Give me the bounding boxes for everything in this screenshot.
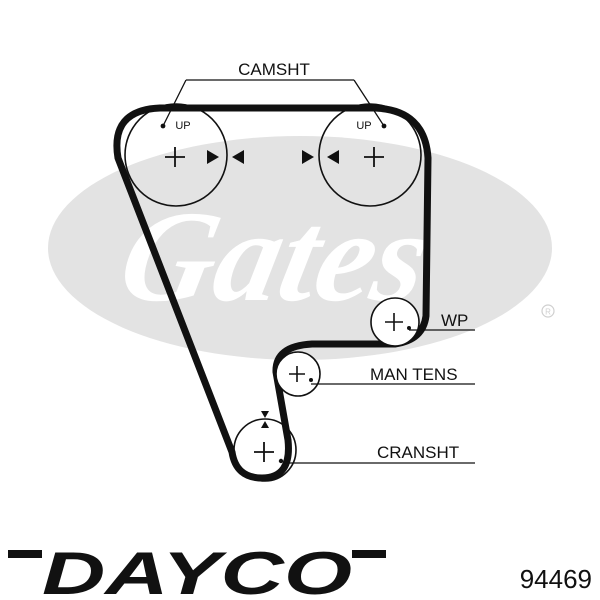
timing-mark-right-bowtie-icon xyxy=(302,150,339,164)
dayco-logo: DAYCO xyxy=(8,540,386,600)
camshaft-callout: CAMSHT xyxy=(162,60,385,127)
timing-mark-left-bowtie-icon xyxy=(207,150,244,164)
watermark-registered-mark xyxy=(541,304,555,318)
timing-dot xyxy=(309,378,313,382)
part-number: 94469 xyxy=(520,564,592,594)
center-plus-icon xyxy=(165,147,185,167)
timing-dot xyxy=(278,458,284,464)
timing-dot xyxy=(407,326,411,330)
center-plus-icon xyxy=(254,442,274,462)
water-pump-label: WP xyxy=(441,311,468,330)
crankshaft-label: CRANSHT xyxy=(377,443,459,462)
camshaft-label: CAMSHT xyxy=(238,60,310,79)
tensioner-label: MAN TENS xyxy=(370,365,458,384)
crankshaft-pulley xyxy=(233,411,297,482)
cam-up-label-left: UP xyxy=(175,120,190,132)
camshaft-pulley-left: UP xyxy=(124,103,228,207)
center-plus-icon xyxy=(385,313,403,331)
registered-icon: R xyxy=(545,308,551,317)
water-pump-pulley xyxy=(370,297,420,347)
cam-up-label-right: UP xyxy=(356,120,371,132)
tensioner-pulley xyxy=(275,351,321,397)
center-plus-icon xyxy=(364,147,384,167)
center-plus-icon xyxy=(289,366,305,382)
dayco-wordmark: DAYCO xyxy=(42,540,352,600)
crank-timing-mark-icon xyxy=(261,411,269,428)
